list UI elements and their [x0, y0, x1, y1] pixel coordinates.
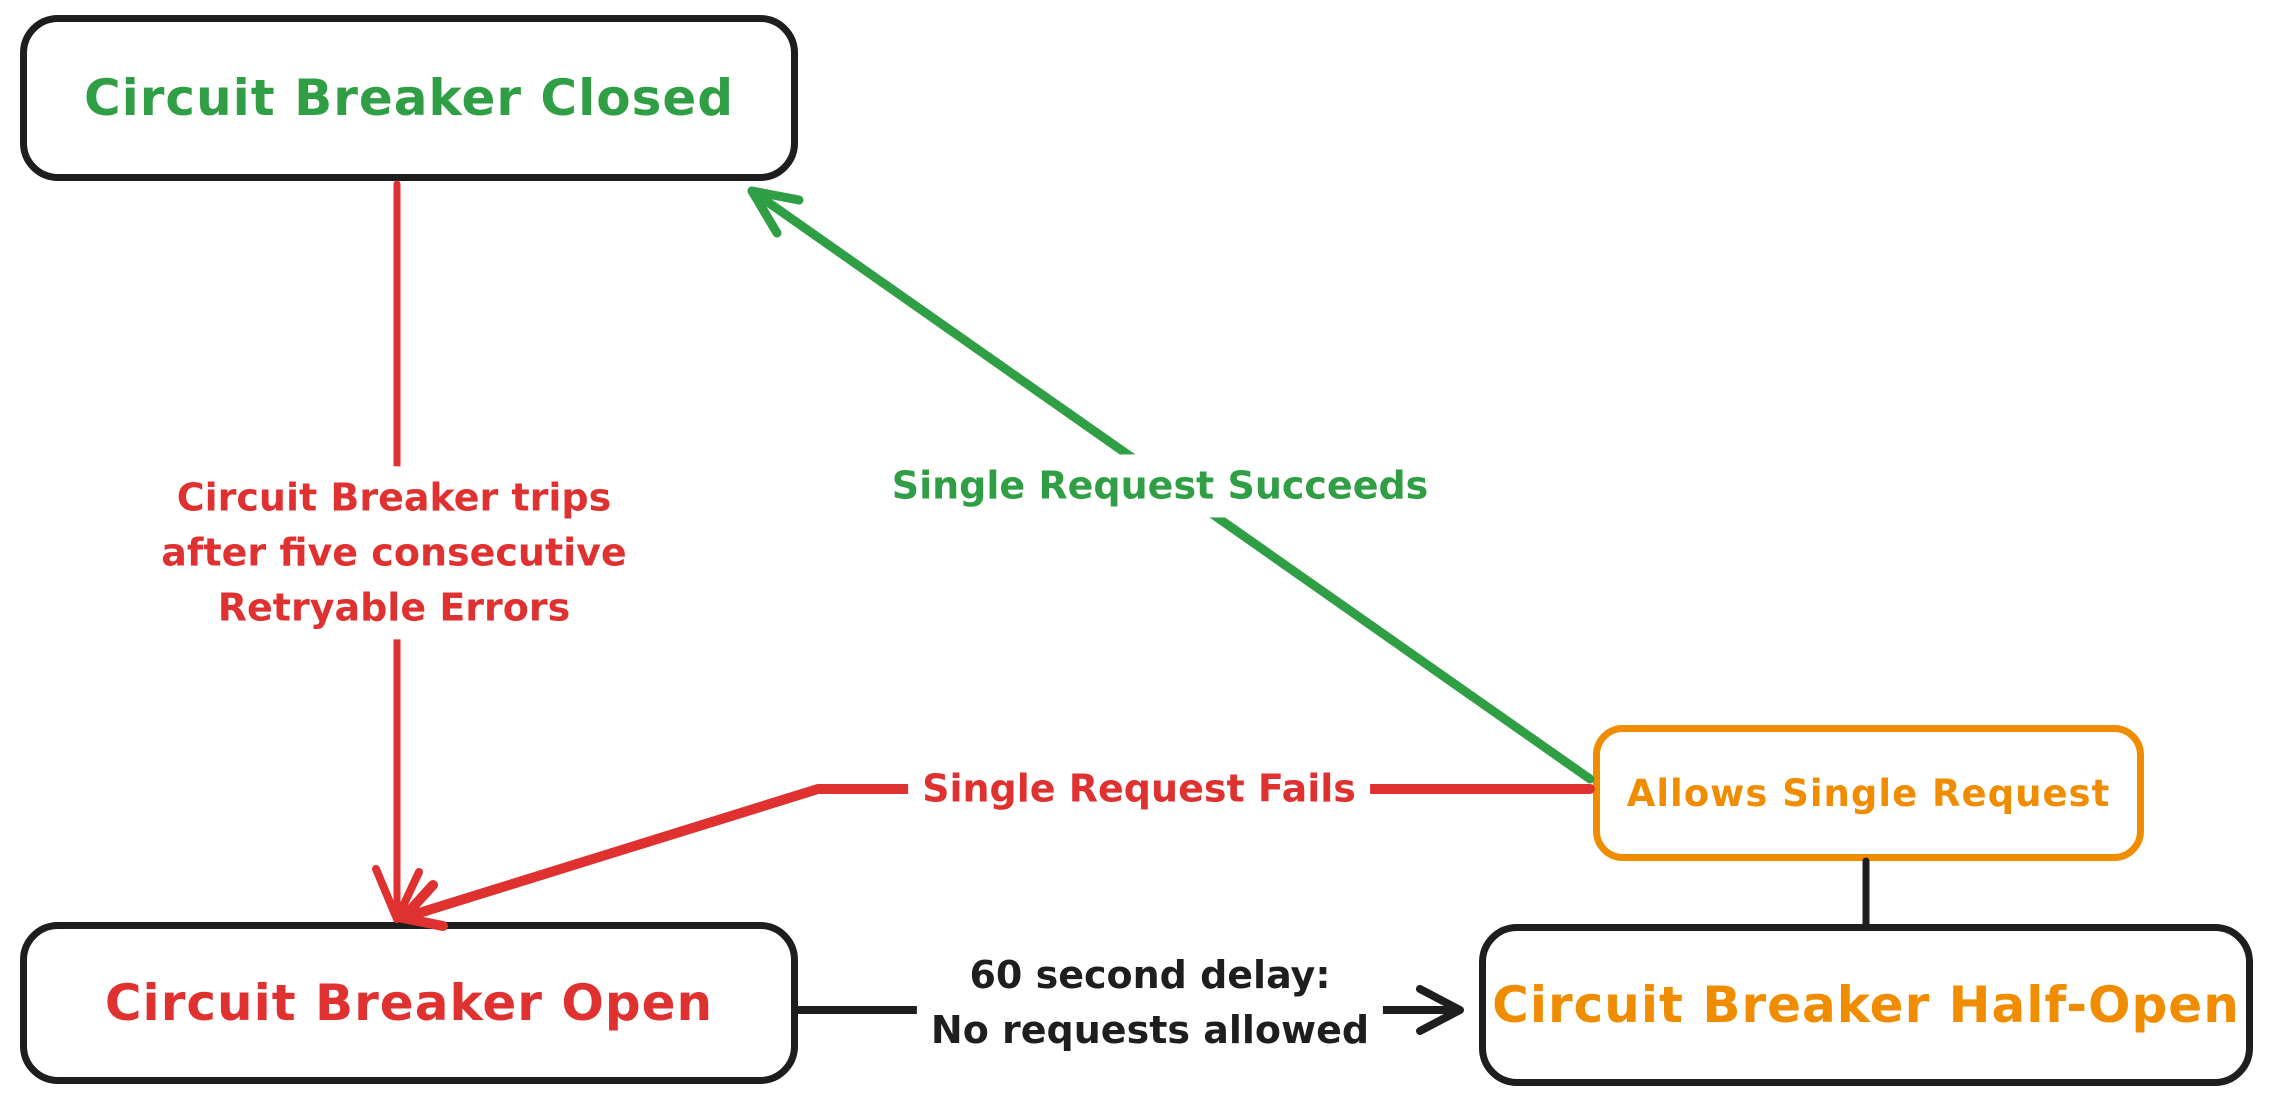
- edge-label-success: Single Request Succeeds: [877, 454, 1443, 518]
- node-label-closed: Circuit Breaker Closed: [83, 69, 735, 127]
- node-circuit-breaker-open: Circuit Breaker Open: [20, 922, 798, 1084]
- edge-label-trip: Circuit Breaker trips after five consecu…: [147, 466, 641, 640]
- node-circuit-breaker-closed: Circuit Breaker Closed: [20, 15, 798, 181]
- edge-label-fails: Single Request Fails: [908, 757, 1370, 821]
- node-label-open: Circuit Breaker Open: [104, 974, 714, 1032]
- node-label-allows-single-request: Allows Single Request: [1626, 771, 2111, 815]
- node-allows-single-request: Allows Single Request: [1593, 725, 2144, 861]
- edge-label-delay: 60 second delay: No requests allowed: [916, 943, 1384, 1063]
- node-label-half-open: Circuit Breaker Half-Open: [1492, 976, 2240, 1034]
- node-circuit-breaker-half-open: Circuit Breaker Half-Open: [1479, 924, 2253, 1086]
